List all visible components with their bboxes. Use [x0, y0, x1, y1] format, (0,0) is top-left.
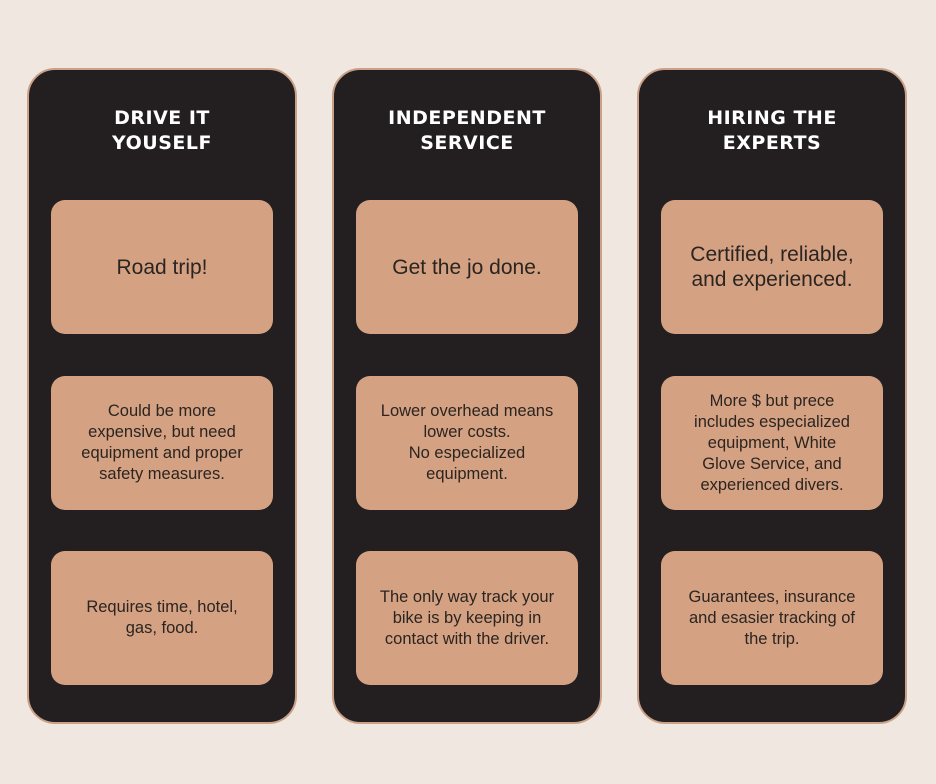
- card-text: Road trip!: [116, 255, 208, 279]
- card-cost: Lower overhead means lower costs. No esp…: [356, 376, 578, 510]
- column-title: DRIVE IT YOUSELF: [112, 107, 212, 154]
- card-summary: Certified, reliable, and experienced.: [661, 200, 883, 334]
- card-text: More $ but prece includes especialized e…: [694, 391, 850, 494]
- column-title: HIRING THE EXPERTS: [707, 107, 837, 154]
- column-independent-service: INDEPENDENT SERVICE Get the jo done. Low…: [332, 68, 602, 724]
- column-hiring-the-experts: HIRING THE EXPERTS Certified, reliable, …: [637, 68, 907, 724]
- column-title: INDEPENDENT SERVICE: [388, 107, 546, 154]
- card-text: Requires time, hotel, gas, food.: [86, 598, 238, 637]
- card-summary: Road trip!: [51, 200, 273, 334]
- card-text: Get the jo done.: [392, 255, 542, 279]
- card-text: Certified, reliable, and experienced.: [690, 243, 854, 291]
- card-text: Guarantees, insurance and esasier tracki…: [688, 587, 856, 648]
- card-text: Lower overhead means lower costs. No esp…: [380, 402, 554, 483]
- card-tracking: Requires time, hotel, gas, food.: [51, 551, 273, 685]
- card-cost: Could be more expensive, but need equipm…: [51, 376, 273, 510]
- card-text: The only way track your bike is by keepi…: [379, 587, 555, 648]
- card-cost: More $ but prece includes especialized e…: [661, 376, 883, 510]
- column-drive-it-yourself: DRIVE IT YOUSELF Road trip! Could be mor…: [27, 68, 297, 724]
- card-tracking: The only way track your bike is by keepi…: [356, 551, 578, 685]
- card-text: Could be more expensive, but need equipm…: [81, 402, 243, 483]
- card-summary: Get the jo done.: [356, 200, 578, 334]
- card-tracking: Guarantees, insurance and esasier tracki…: [661, 551, 883, 685]
